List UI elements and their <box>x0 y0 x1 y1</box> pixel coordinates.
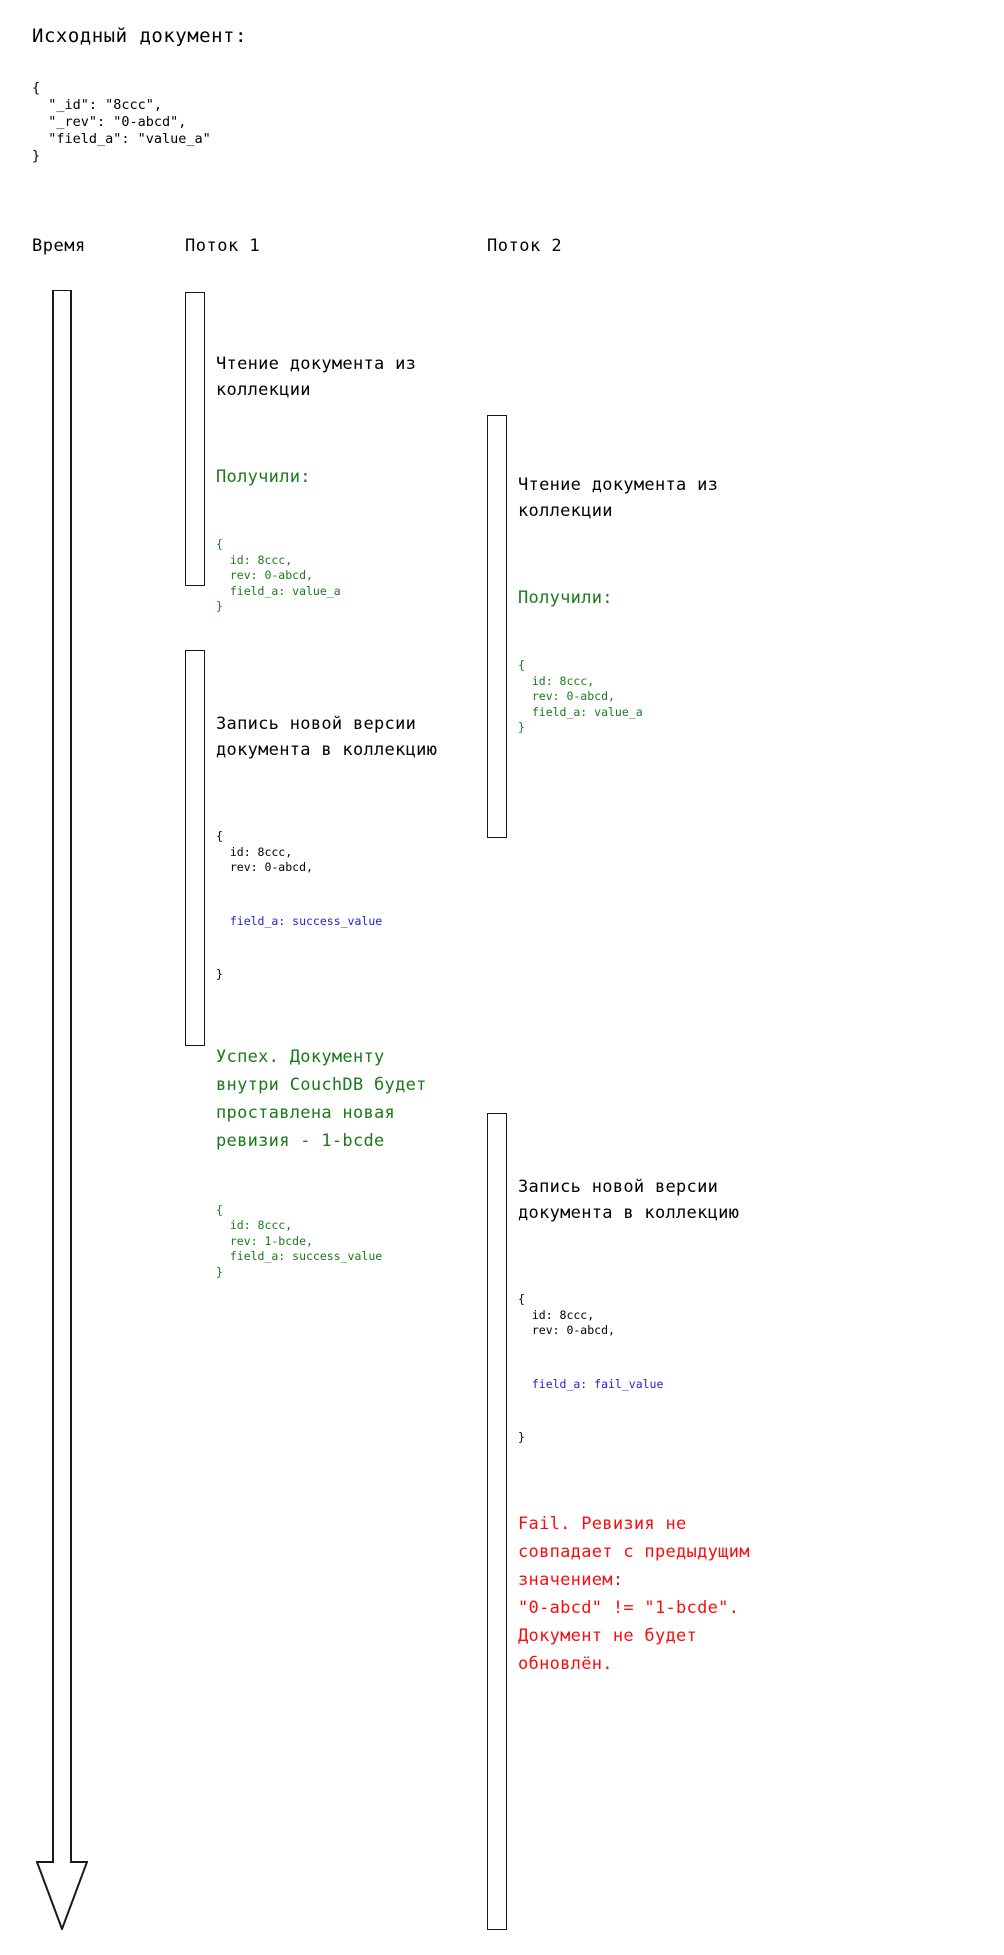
thread2-write-code-highlight: field_a: fail_value <box>518 1376 664 1391</box>
thread2-write-block: Запись новой версии документа в коллекци… <box>518 1136 750 1697</box>
thread1-write-code-pre: { id: 8ccc, rev: 0-abcd, <box>216 829 313 874</box>
time-arrow-icon <box>36 290 88 1930</box>
thread2-read-block: Чтение документа из коллекции Получили: … <box>518 434 718 755</box>
thread2-write-result-message: Fail. Ревизия не совпадает с предыдущим … <box>518 1513 750 1674</box>
thread1-write-block: Запись новой версии документа в коллекци… <box>216 673 437 1299</box>
thread1-write-result-code: { id: 8ccc, rev: 1-bcde, field_a: succes… <box>216 1202 383 1279</box>
page-title: Исходный документ: <box>32 25 247 47</box>
column-header-time: Время <box>32 236 86 256</box>
thread2-write-code-pre: { id: 8ccc, rev: 0-abcd, <box>518 1292 615 1337</box>
source-document-code: { "_id": "8ccc", "_rev": "0-abcd", "fiel… <box>32 80 211 164</box>
thread1-read-title: Чтение документа из коллекции <box>216 354 417 400</box>
thread2-read-code: { id: 8ccc, rev: 0-abcd, field_a: value_… <box>518 658 643 734</box>
column-header-thread-1: Поток 1 <box>185 236 261 256</box>
thread1-read-result-label: Получили: <box>216 467 311 487</box>
thread2-read-result-label: Получили: <box>518 588 613 608</box>
thread2-write-title: Запись новой версии документа в коллекци… <box>518 1177 740 1223</box>
thread1-write-result-message: Успех. Документу внутри CouchDB будет пр… <box>216 1046 427 1151</box>
thread1-write-title: Запись новой версии документа в коллекци… <box>216 714 438 760</box>
thread2-write-code-post: } <box>518 1430 525 1444</box>
thread1-read-code: { id: 8ccc, rev: 0-abcd, field_a: value_… <box>216 537 341 613</box>
lifeline-thread2-read <box>487 415 507 838</box>
column-header-thread-2: Поток 2 <box>487 236 563 256</box>
lifeline-thread1-read <box>185 292 205 586</box>
thread2-read-title: Чтение документа из коллекции <box>518 475 719 521</box>
thread1-write-code-post: } <box>216 967 223 981</box>
thread1-write-code-highlight: field_a: success_value <box>216 913 383 928</box>
thread1-read-block: Чтение документа из коллекции Получили: … <box>216 313 416 634</box>
lifeline-thread1-write <box>185 650 205 1046</box>
lifeline-thread2-write <box>487 1113 507 1930</box>
